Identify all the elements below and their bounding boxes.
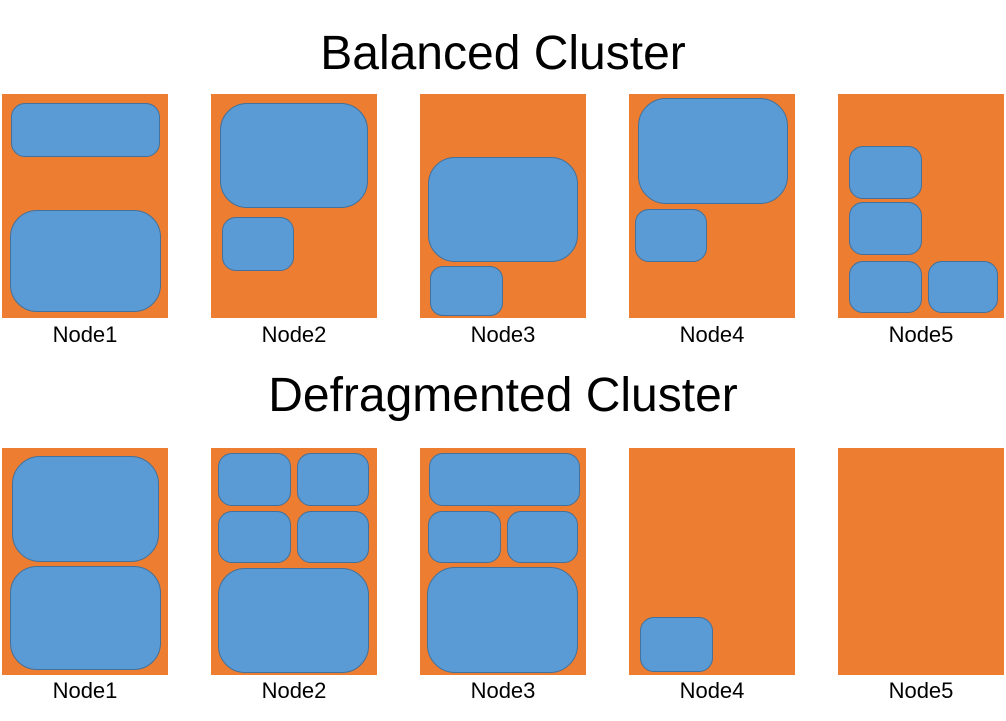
- vm-block: [10, 210, 161, 312]
- defragmented-node-box-4: [629, 448, 795, 675]
- balanced-node-box-4: [629, 94, 795, 318]
- vm-block: [427, 567, 578, 673]
- vm-block: [430, 266, 503, 316]
- vm-block: [638, 98, 788, 204]
- vm-block: [12, 456, 159, 562]
- vm-block: [507, 511, 578, 563]
- vm-block: [849, 202, 922, 255]
- defragmented-node-label-2: Node2: [261, 678, 327, 703]
- vm-block: [849, 146, 922, 199]
- balanced-node-box-1: [2, 94, 168, 318]
- balanced-node-label-2: Node2: [261, 322, 327, 347]
- defragmented-cluster-title: Defragmented Cluster: [268, 369, 738, 422]
- balanced-cluster-row: Node1 Node2 Node3 Node4 Node5: [0, 94, 1006, 354]
- vm-block: [428, 157, 578, 262]
- defragmented-node-label-3: Node3: [470, 678, 536, 703]
- balanced-node-box-3: [420, 94, 586, 318]
- defragmented-node-box-3: [420, 448, 586, 675]
- vm-block: [218, 568, 369, 673]
- defragmented-node-label-4: Node4: [679, 678, 745, 703]
- vm-block: [635, 209, 707, 262]
- defragmented-node-label-1: Node1: [52, 678, 118, 703]
- vm-block: [297, 511, 369, 563]
- vm-block: [218, 511, 291, 563]
- vm-block: [429, 453, 580, 506]
- vm-block: [222, 217, 294, 271]
- balanced-node-box-2: [211, 94, 377, 318]
- defragmented-node-label-5: Node5: [888, 678, 954, 703]
- vm-block: [218, 453, 291, 506]
- vm-block: [928, 261, 998, 313]
- vm-block: [10, 566, 161, 670]
- defragmented-node-box-1: [2, 448, 168, 675]
- vm-block: [297, 453, 369, 506]
- balanced-node-label-1: Node1: [52, 322, 118, 347]
- balanced-cluster-title: Balanced Cluster: [320, 27, 686, 80]
- vm-block: [220, 103, 368, 208]
- balanced-node-label-5: Node5: [888, 322, 954, 347]
- balanced-node-label-4: Node4: [679, 322, 745, 347]
- defragmented-node-box-2: [211, 448, 377, 675]
- defragmented-node-box-5: [838, 448, 1004, 675]
- vm-block: [849, 261, 922, 313]
- vm-block: [640, 617, 713, 672]
- vm-block: [11, 103, 160, 157]
- defragmented-cluster-row: Node1 Node2 Node3 Node4 Node5: [0, 448, 1006, 708]
- balanced-node-label-3: Node3: [470, 322, 536, 347]
- balanced-node-box-5: [838, 94, 1004, 318]
- vm-block: [428, 511, 501, 563]
